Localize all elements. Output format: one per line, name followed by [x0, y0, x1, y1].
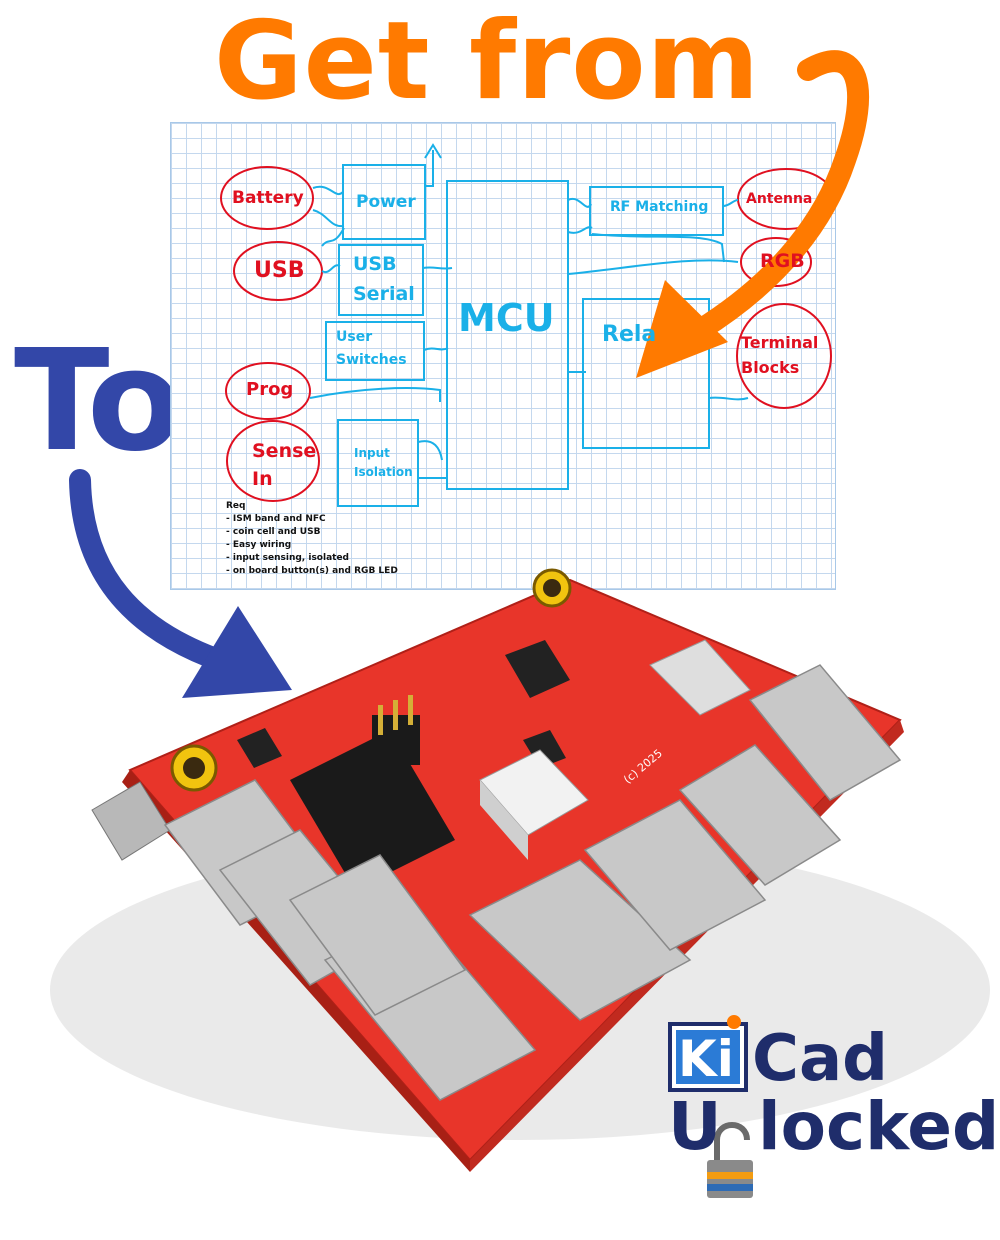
rf-matching-label: RF Matching: [610, 199, 709, 215]
power-box: [342, 164, 426, 240]
prog-ellipse: [225, 362, 311, 420]
req-item: - input sensing, isolated: [226, 553, 349, 563]
input-isolation-label-1: Input: [354, 446, 390, 460]
padlock-icon: [707, 1122, 753, 1198]
relay-top: [649, 639, 751, 716]
terminal-label-1: Terminal: [741, 333, 819, 352]
terminal-blocks-left: [163, 779, 537, 1101]
logo-unlocked-u: U: [668, 1088, 722, 1165]
req-title: Req: [226, 501, 246, 511]
mcu-label: MCU: [458, 296, 555, 340]
req-item: - Easy wiring: [226, 540, 292, 550]
user-switches-label-1: User: [336, 329, 373, 345]
rf-matching-box: [589, 186, 724, 236]
rgb-label: RGB: [760, 250, 805, 272]
headline-to: To: [14, 320, 183, 483]
relay-box: [582, 298, 710, 449]
input-isolation-box: [337, 419, 419, 507]
mcu-box: [446, 180, 569, 490]
battery-label: Battery: [232, 188, 304, 208]
requirements-list: Req - ISM band and NFC - coin cell and U…: [226, 500, 398, 578]
rgb-ellipse: [740, 237, 812, 287]
pcb-render: [50, 568, 990, 1172]
usb-serial-box: [338, 244, 424, 316]
user-switches-box: [325, 321, 425, 381]
input-isolation-label-2: Isolation: [354, 465, 413, 479]
usb-serial-label-2: Serial: [353, 283, 415, 305]
logo-cad: Cad: [752, 1022, 888, 1096]
terminal-label-2: Blocks: [741, 358, 800, 377]
req-item: - ISM band and NFC: [226, 514, 326, 524]
relay-label: Rela: [602, 322, 657, 347]
logo-unlocked-rest: locked: [758, 1088, 1000, 1165]
block-diagram-sketch: [170, 122, 836, 590]
logo-ki: Ki: [678, 1030, 734, 1088]
mcu-chip: [505, 640, 570, 698]
sense-ellipse: [226, 420, 320, 502]
prog-label: Prog: [246, 379, 294, 400]
power-label: Power: [356, 192, 416, 212]
headline-get-from: Get from: [214, 0, 761, 124]
sense-label-2: In: [252, 468, 273, 490]
sense-label-1: Sense: [252, 440, 317, 462]
relay-ic: [290, 730, 455, 890]
usb-label: USB: [254, 258, 305, 283]
req-item: - on board button(s) and RGB LED: [226, 566, 398, 576]
battery-ellipse: [220, 166, 314, 230]
antenna-label: Antenna: [746, 191, 813, 207]
orange-arrow: [689, 50, 870, 341]
terminal-ellipse: [736, 303, 832, 409]
orange-arrowhead: [636, 280, 728, 378]
terminal-blocks-right: [468, 664, 902, 1021]
user-switches-label-2: Switches: [336, 352, 407, 368]
usb-serial-label-1: USB: [353, 253, 397, 275]
blue-arrowhead: [182, 606, 292, 698]
req-item: - coin cell and USB: [226, 527, 321, 537]
